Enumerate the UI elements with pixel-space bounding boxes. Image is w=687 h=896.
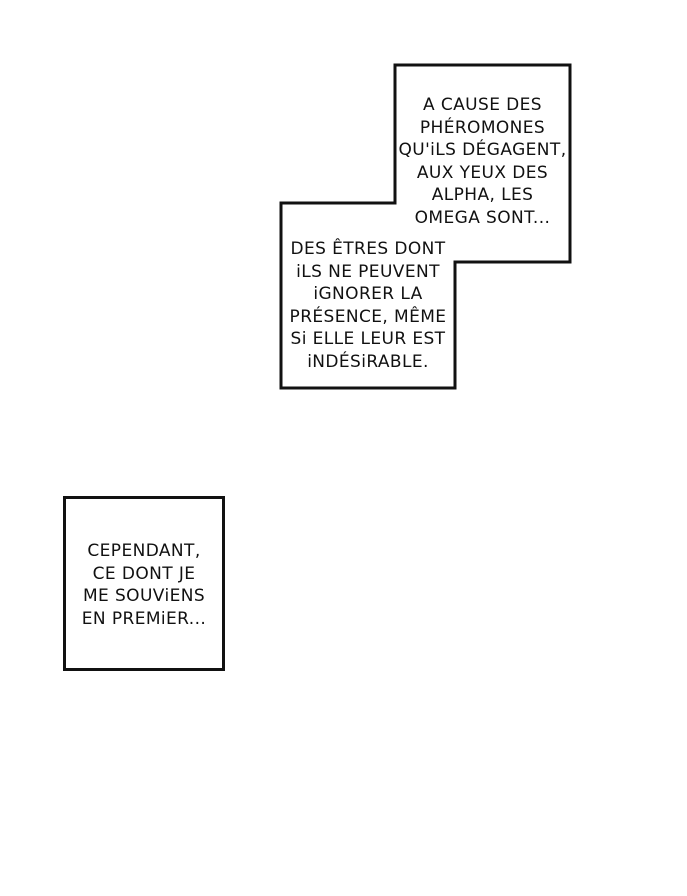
caption-line: iLS NE PEUVENT [296,261,440,282]
caption-line: ALPHA, LES [431,185,534,205]
caption-line: EN PREMiER... [81,608,207,629]
caption-line: PRÉSENCE, MÊME [289,306,447,327]
caption-text-top: A CAUSE DES PHÉROMONES QU'iLS DÉGAGENT, … [397,94,568,229]
caption-line: ME SOUViENS [82,586,206,606]
caption-line: iNDÉSiRABLE. [307,351,429,372]
caption-line: OMEGA SONT... [414,207,551,228]
caption-line: iGNORER LA [313,284,423,304]
caption-line: CE DONT JE [92,563,196,584]
caption-line: AUX YEUX DES [416,162,549,183]
caption-line: PHÉROMONES [419,117,546,138]
caption-text-left: CEPENDANT, CE DONT JE ME SOUViENS EN PRE… [66,540,222,630]
caption-box-left [63,496,225,671]
caption-line: QU'iLS DÉGAGENT, [398,140,567,160]
caption-line: Si ELLE LEUR EST [290,329,446,349]
caption-line: DES ÊTRES DONT [290,239,446,259]
caption-line: CEPENDANT, [87,541,201,561]
caption-text-bottom: DES ÊTRES DONT iLS NE PEUVENT iGNORER LA… [283,238,453,373]
caption-line: A CAUSE DES [423,95,542,115]
